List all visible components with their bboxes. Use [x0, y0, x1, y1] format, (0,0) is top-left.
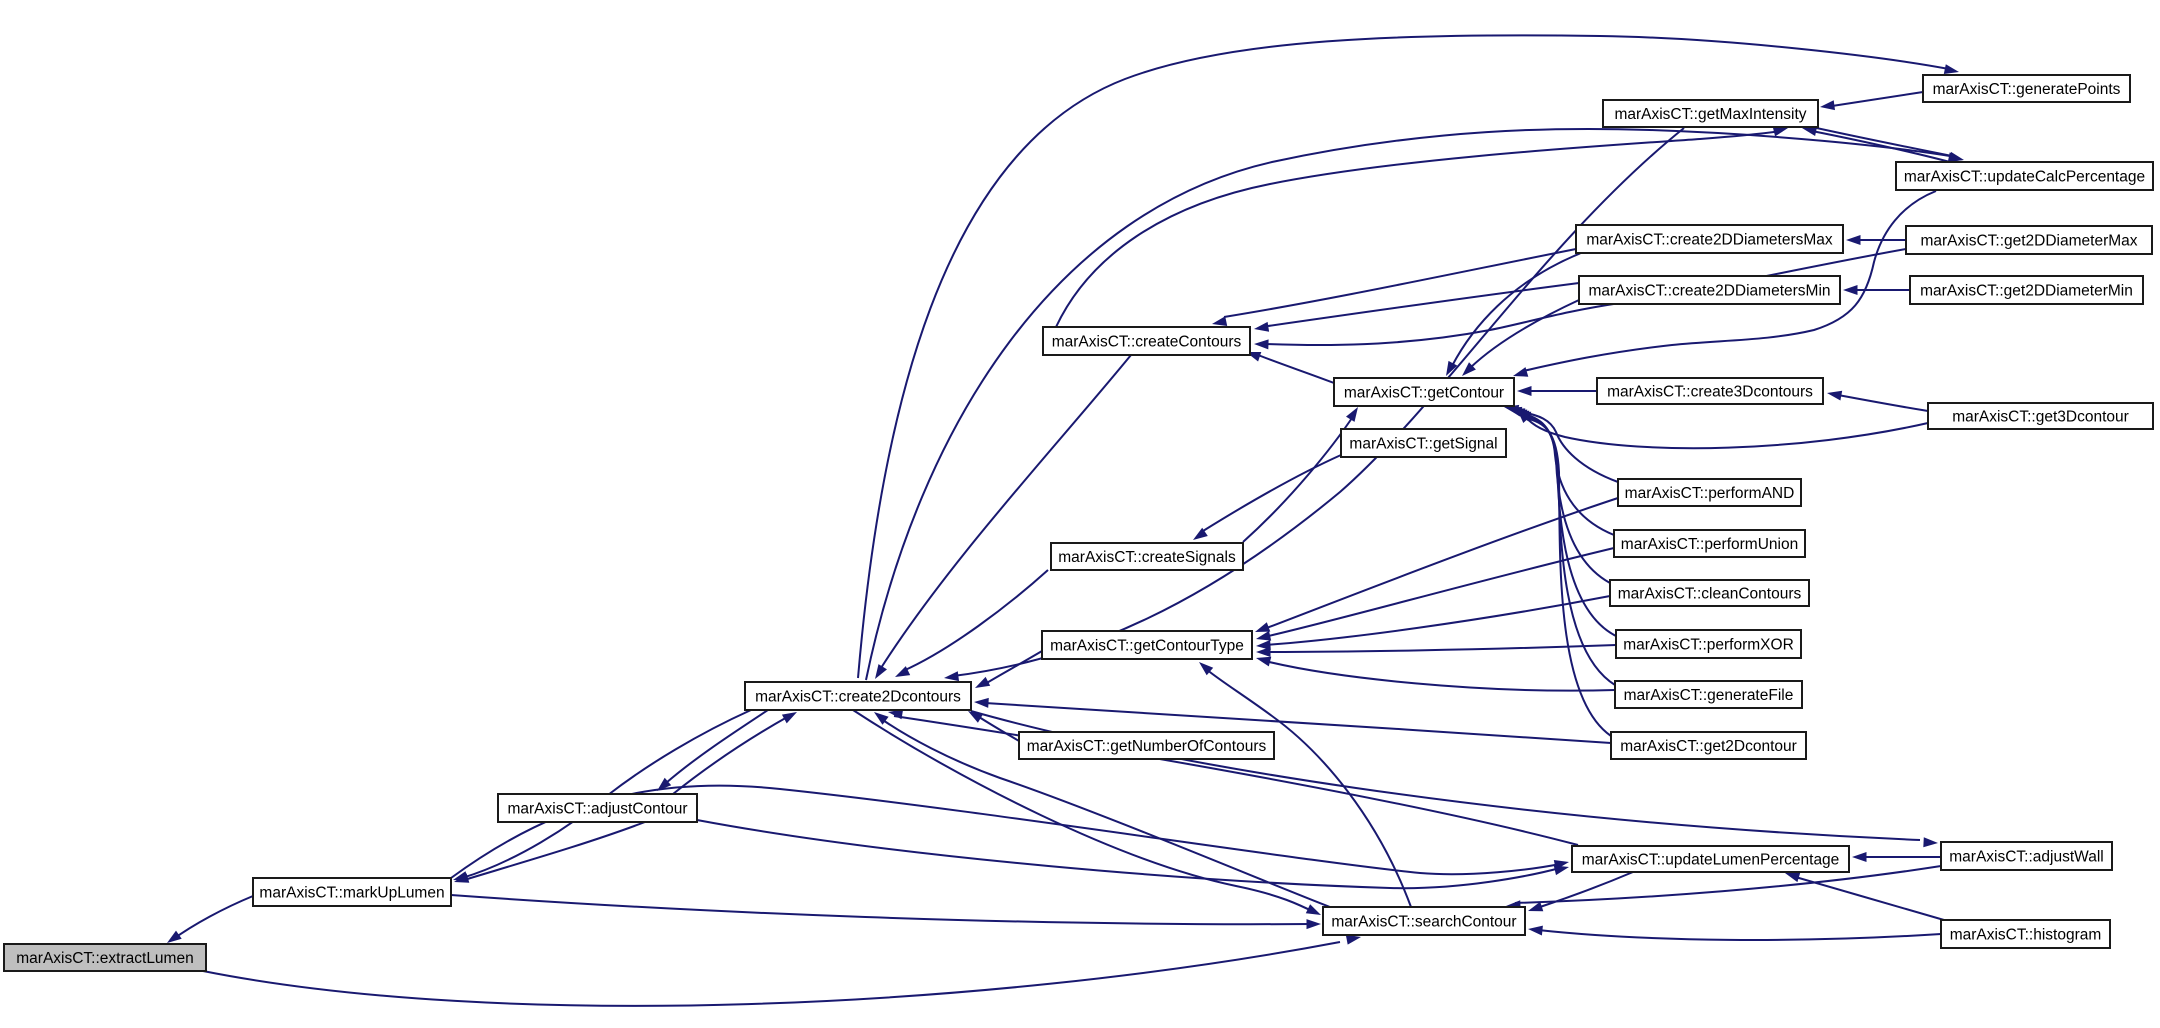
svg-text:marAxisCT::histogram: marAxisCT::histogram — [1950, 927, 2102, 944]
svg-text:marAxisCT::getContourType: marAxisCT::getContourType — [1050, 638, 1244, 655]
svg-text:marAxisCT::get2DDiameterMax: marAxisCT::get2DDiameterMax — [1920, 233, 2137, 250]
svg-text:marAxisCT::create2DDiametersMi: marAxisCT::create2DDiametersMin — [1588, 283, 1830, 300]
svg-text:marAxisCT::performUnion: marAxisCT::performUnion — [1621, 536, 1798, 553]
svg-text:marAxisCT::searchContour: marAxisCT::searchContour — [1331, 914, 1516, 931]
svg-text:marAxisCT::adjustWall: marAxisCT::adjustWall — [1949, 849, 2103, 866]
svg-text:marAxisCT::markUpLumen: marAxisCT::markUpLumen — [259, 885, 444, 902]
svg-text:marAxisCT::generateFile: marAxisCT::generateFile — [1624, 687, 1794, 704]
svg-text:marAxisCT::create2DDiametersMa: marAxisCT::create2DDiametersMax — [1586, 232, 1833, 249]
svg-text:marAxisCT::getNumberOfContours: marAxisCT::getNumberOfContours — [1027, 738, 1267, 755]
svg-text:marAxisCT::updateCalcPercentag: marAxisCT::updateCalcPercentage — [1904, 169, 2145, 186]
svg-text:marAxisCT::get3Dcontour: marAxisCT::get3Dcontour — [1952, 409, 2129, 426]
svg-text:marAxisCT::updateLumenPercenta: marAxisCT::updateLumenPercentage — [1582, 852, 1840, 869]
svg-text:marAxisCT::getSignal: marAxisCT::getSignal — [1349, 436, 1497, 453]
svg-text:marAxisCT::extractLumen: marAxisCT::extractLumen — [16, 950, 193, 967]
svg-text:marAxisCT::performXOR: marAxisCT::performXOR — [1623, 637, 1794, 654]
svg-text:marAxisCT::getContour: marAxisCT::getContour — [1344, 385, 1504, 402]
svg-text:marAxisCT::create2Dcontours: marAxisCT::create2Dcontours — [755, 689, 961, 706]
svg-text:marAxisCT::get2Dcontour: marAxisCT::get2Dcontour — [1620, 738, 1797, 755]
svg-text:marAxisCT::generatePoints: marAxisCT::generatePoints — [1933, 81, 2121, 98]
svg-text:marAxisCT::create3Dcontours: marAxisCT::create3Dcontours — [1607, 384, 1813, 401]
svg-text:marAxisCT::adjustContour: marAxisCT::adjustContour — [507, 801, 687, 818]
svg-text:marAxisCT::performAND: marAxisCT::performAND — [1625, 485, 1795, 502]
svg-text:marAxisCT::get2DDiameterMin: marAxisCT::get2DDiameterMin — [1920, 283, 2133, 300]
svg-text:marAxisCT::createContours: marAxisCT::createContours — [1052, 334, 1242, 351]
svg-text:marAxisCT::getMaxIntensity: marAxisCT::getMaxIntensity — [1614, 106, 1806, 123]
svg-text:marAxisCT::createSignals: marAxisCT::createSignals — [1058, 549, 1236, 566]
svg-text:marAxisCT::cleanContours: marAxisCT::cleanContours — [1618, 586, 1802, 603]
